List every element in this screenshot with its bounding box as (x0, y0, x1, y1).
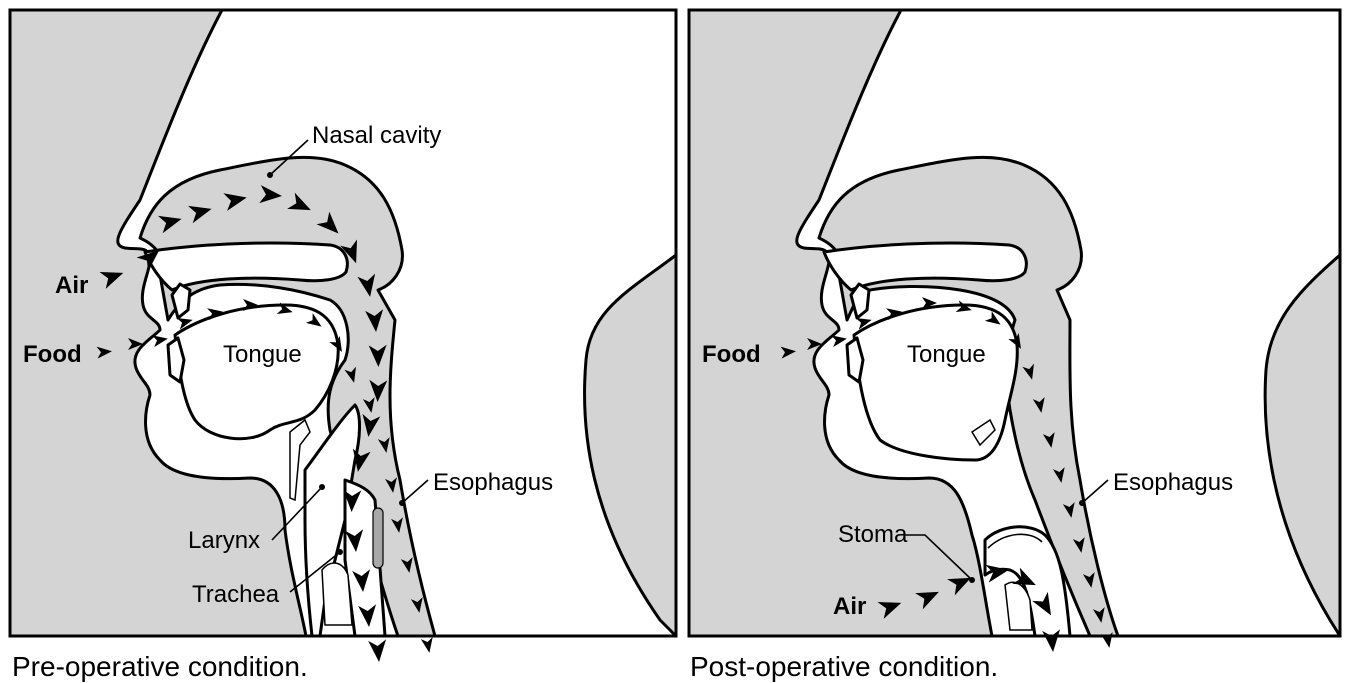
label-tongue: Tongue (223, 341, 302, 368)
label-stoma: Stoma (838, 521, 908, 548)
tongue (854, 305, 1017, 460)
label-air: Air (55, 272, 88, 299)
trachea-ring (322, 563, 352, 625)
label-trachea: Trachea (192, 581, 280, 608)
label-larynx: Larynx (188, 527, 260, 554)
cartilage (373, 508, 383, 568)
pre-operative-panel: Nasal cavity Air Food Tongue Esophagus L… (10, 10, 676, 663)
label-air: Air (833, 593, 866, 620)
label-nasal-cavity: Nasal cavity (312, 122, 441, 149)
label-food: Food (702, 341, 761, 368)
label-esophagus: Esophagus (1113, 469, 1233, 496)
caption-pre-operative: Pre-operative condition. (12, 651, 308, 682)
label-esophagus: Esophagus (433, 469, 553, 496)
label-tongue: Tongue (907, 341, 986, 368)
caption-post-operative: Post-operative condition. (690, 651, 998, 682)
post-operative-panel: Food Tongue Esophagus Stoma Air (689, 10, 1340, 653)
label-food: Food (23, 341, 82, 368)
